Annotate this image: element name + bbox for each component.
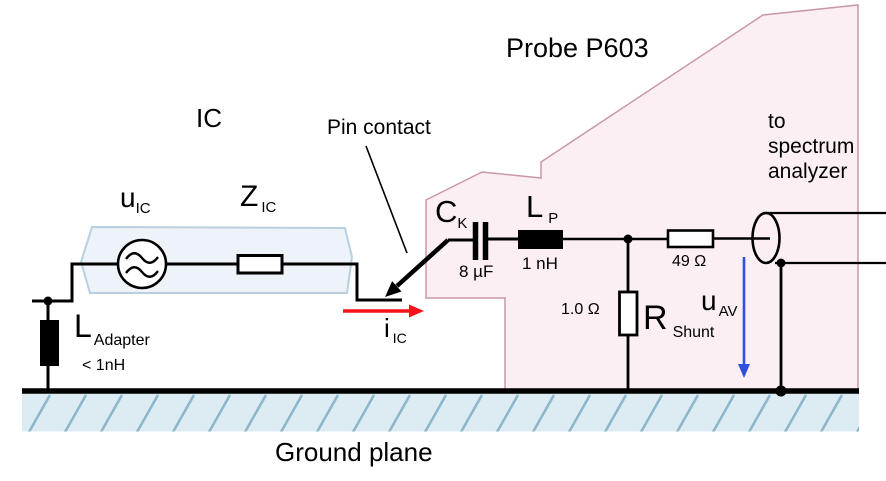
current-arrowhead (409, 304, 424, 318)
l-p-value: 1 nH (522, 254, 558, 273)
l-adapter-subscript: Adapter (93, 332, 150, 349)
r-shunt-resistor (618, 290, 639, 337)
l-p-subscript: P (548, 210, 559, 227)
c-k-value: 8 µF (459, 262, 494, 281)
pin-contact-pointer-line (365, 145, 408, 254)
u-ic-symbol: u (120, 182, 136, 213)
ac-source-circle (116, 238, 168, 290)
l-p-symbol: L (526, 189, 544, 224)
ac-source-wave-bottom (125, 266, 159, 278)
i-ic-subscript: IC (392, 330, 407, 346)
z-ic-resistor (236, 254, 284, 275)
to-spectrum-analyzer-label: to spectrum analyzer (768, 110, 855, 183)
i-ic-symbol: i (384, 313, 390, 343)
r-shunt-subscript: Shunt (672, 324, 715, 341)
l-adapter-inductor (40, 320, 59, 366)
wire-ic-pin (282, 262, 402, 302)
junction-dot-coax (776, 258, 786, 268)
l-p-inductor (518, 230, 563, 249)
z-ic-symbol: Z (240, 180, 259, 213)
junction-dot-ground (775, 385, 787, 397)
u-av-symbol: u (701, 285, 717, 316)
probe-title: Probe P603 (506, 33, 649, 63)
junction-dot-adapter (43, 296, 53, 306)
c-k-subscript: K (457, 215, 468, 232)
r-shunt-symbol: R (643, 299, 668, 337)
u-ic-subscript: IC (135, 200, 151, 217)
probe-tip-arrowhead (385, 281, 402, 297)
c-k-label: CK (435, 194, 467, 231)
voltage-arrowhead (738, 364, 750, 378)
r-shunt-value: 1.0 Ω (561, 301, 600, 318)
probe-tip-arrow-shaft (395, 238, 450, 288)
c-k-symbol: C (435, 194, 458, 229)
u-av-subscript: AV (718, 303, 738, 320)
ground-plane-hatching (22, 393, 859, 432)
u-ic-label: uIC (120, 182, 151, 217)
l-adapter-value: < 1nH (82, 357, 126, 374)
junction-dot-shunt (623, 234, 633, 244)
z-ic-subscript: IC (261, 199, 277, 216)
r-49-value: 49 Ω (672, 253, 707, 270)
r-49-resistor (666, 229, 715, 249)
ac-source-wave-top (125, 252, 159, 264)
probe-region (425, 4, 859, 391)
ic-label: IC (196, 103, 222, 133)
ground-plane-label: Ground plane (275, 437, 433, 467)
pin-contact-label: Pin contact (327, 116, 431, 139)
l-adapter-symbol: L (74, 308, 92, 344)
